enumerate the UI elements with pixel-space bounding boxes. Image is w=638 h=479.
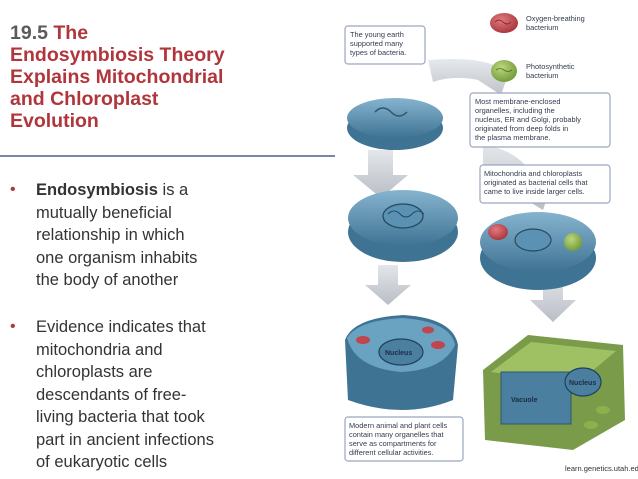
callout-line: Mitochondria and chloroplasts xyxy=(484,169,582,178)
engulfing-cell xyxy=(480,212,596,290)
nucleus-shape xyxy=(564,367,602,397)
arrow-band xyxy=(428,59,508,95)
callout-line: organelles, including the xyxy=(475,106,555,115)
nucleus-shape xyxy=(514,228,552,252)
mitochondrion-icon xyxy=(431,341,445,349)
bacterial-callout: Mitochondria and chloroplasts originated… xyxy=(479,164,611,204)
nucleus-label: Nucleus xyxy=(385,350,412,357)
flow-arrows xyxy=(353,59,576,322)
title-divider xyxy=(0,155,335,157)
callout-line: Most membrane-enclosed xyxy=(475,97,560,106)
bullet-line: Endosymbiosis is a xyxy=(36,181,189,199)
young-earth-callout: The young earth supported many types of … xyxy=(344,25,426,65)
arrow-band xyxy=(365,265,411,305)
membrane-fold xyxy=(374,107,408,117)
plant-cell: Vacuole Nucleus xyxy=(483,335,625,450)
bacteria-legend: Oxygen-breathing bacterium Photosyntheti… xyxy=(490,13,585,82)
er-fold xyxy=(387,210,425,218)
bullet-line: mutually beneficial xyxy=(36,203,172,222)
vacuole-label: Vacuole xyxy=(511,397,538,404)
callout-line: types of bacteria. xyxy=(350,48,406,57)
callout-line: came to live inside larger cells. xyxy=(484,187,585,196)
bullet-line: living bacteria that took xyxy=(36,408,205,426)
bullet-line: relationship in which xyxy=(36,226,185,244)
nucleated-cell xyxy=(348,190,458,262)
arrow-band xyxy=(353,150,408,198)
bullet-line: of eukaryotic cells xyxy=(36,453,168,471)
title-line-2: Endosymbiosis Theory xyxy=(10,44,225,66)
bullet-line: the body of another xyxy=(36,271,179,289)
legend-label: Oxygen-breathing xyxy=(526,14,585,23)
bullet-dot-icon: • xyxy=(10,318,16,335)
bullet-term: Endosymbiosis xyxy=(36,181,158,199)
photosynthetic-bacterium-fold-icon xyxy=(495,68,513,72)
bullet-line: chloroplasts are xyxy=(36,363,153,381)
bullet-line: one organism inhabits xyxy=(36,248,198,267)
mitochondrion-icon xyxy=(488,224,508,240)
legend-label: bacterium xyxy=(526,71,558,80)
modern-callout: Modern animal and plant cells contain ma… xyxy=(344,416,464,462)
title-line-4: and Chloroplast xyxy=(10,88,159,110)
callout-box xyxy=(344,25,426,65)
nucleus-label: Nucleus xyxy=(569,380,596,387)
title-line-5: Evolution xyxy=(10,110,99,132)
nucleus-shape xyxy=(378,338,424,366)
oxygen-bacterium-fold-icon xyxy=(494,19,512,25)
mitochondrion-icon xyxy=(356,336,370,344)
callout-box xyxy=(479,164,611,204)
title-line-3: Explains Mitochondrial xyxy=(10,66,224,88)
mitochondrion-icon xyxy=(422,326,434,334)
callout-box xyxy=(469,92,611,148)
chloroplast-icon xyxy=(584,421,598,429)
membrane-callout: Most membrane-enclosed organelles, inclu… xyxy=(469,92,611,148)
callout-line: contain many organelles that xyxy=(349,430,444,439)
cell-top xyxy=(347,98,443,138)
bullet-endosymbiosis: • Endosymbiosis is a mutually beneficial… xyxy=(10,179,330,292)
early-cell xyxy=(347,98,443,150)
callout-box xyxy=(344,416,464,462)
bullet-line: part in ancient infections xyxy=(36,430,214,449)
chloroplast-icon xyxy=(564,233,582,251)
callout-line: the plasma membrane. xyxy=(475,133,551,142)
callout-line: serve as compartments for xyxy=(349,439,437,448)
callout-line: The young earth xyxy=(350,30,404,39)
section-number: 19.5 xyxy=(10,22,48,44)
callout-line: different cellular activities. xyxy=(349,448,433,457)
title-line-1: 19.5 The xyxy=(10,22,89,44)
bullet-dot-icon: • xyxy=(10,181,16,198)
slide-title: 19.5 The Endosymbiosis Theory Explains M… xyxy=(10,22,330,143)
legend-label: bacterium xyxy=(526,23,558,32)
endosymbiosis-diagram: The young earth supported many types of … xyxy=(344,13,625,462)
arrow-band xyxy=(530,275,576,322)
animal-cell: Nucleus xyxy=(345,315,458,410)
bullet-evidence: • Evidence indicates that mitochondria a… xyxy=(10,316,330,474)
chloroplast-icon xyxy=(596,406,610,414)
image-credit: learn.genetics.utah.edu xyxy=(565,464,638,473)
callout-line: supported many xyxy=(350,39,403,48)
vacuole-shape xyxy=(500,371,572,425)
callout-line: originated as bacterial cells that xyxy=(484,178,588,187)
photosynthetic-bacterium-icon xyxy=(491,60,517,82)
callout-line: nucleus, ER and Golgi, probably xyxy=(475,115,581,124)
legend-label: Photosynthetic xyxy=(526,62,575,71)
callout-line: originated from deep folds in xyxy=(475,124,568,133)
callout-line: Modern animal and plant cells xyxy=(349,421,447,430)
bullet-line: descendants of free- xyxy=(36,385,187,404)
bullet-line: mitochondria and xyxy=(36,340,163,359)
bullet-line: Evidence indicates that xyxy=(36,318,206,336)
